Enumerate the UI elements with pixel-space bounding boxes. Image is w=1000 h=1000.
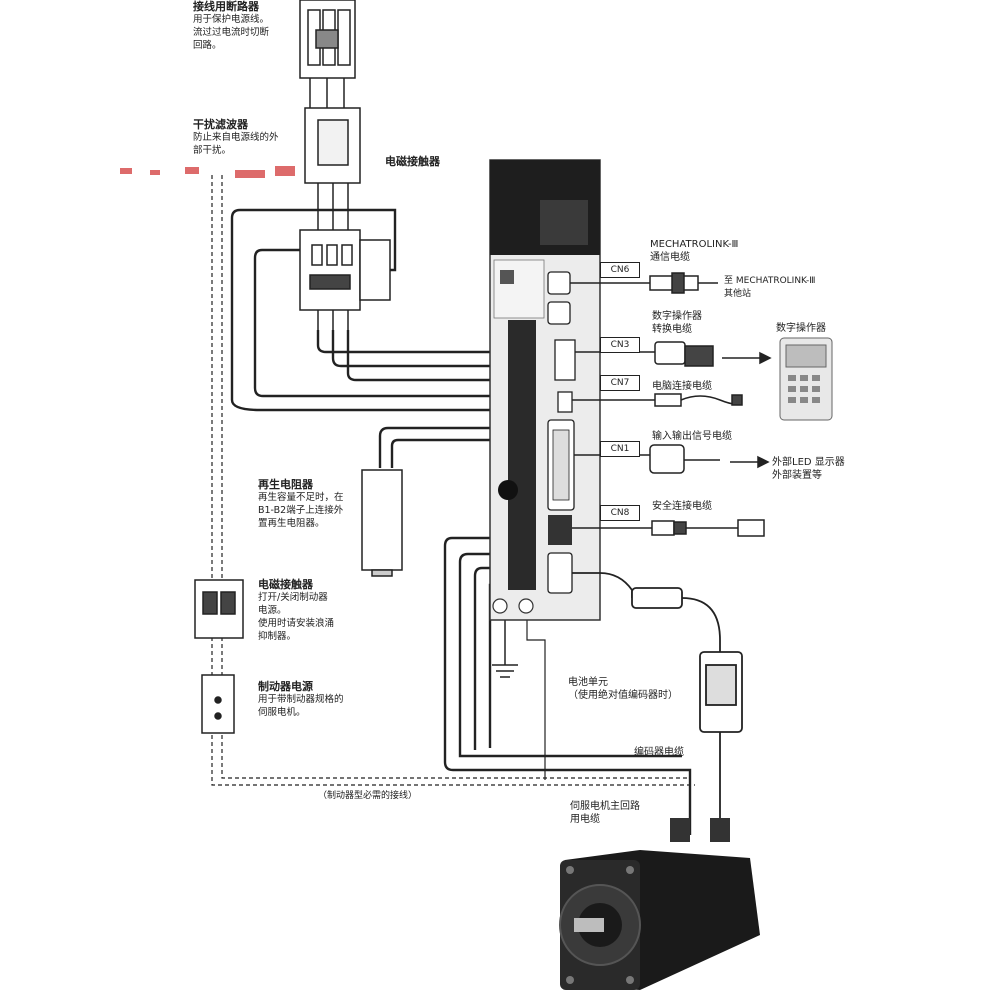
brake-power-icon: [201, 674, 235, 734]
cn8-cable: [572, 519, 765, 537]
label-digital-cable: 数字操作器 转换电缆: [652, 311, 702, 335]
port-cn7: CN7: [600, 375, 640, 391]
cn7-cable: [572, 393, 743, 407]
cn3-cable: [575, 341, 772, 367]
label-mechatrolink: MECHATROLINK-Ⅲ 通信电缆: [650, 239, 739, 263]
servo-drive: [489, 159, 601, 621]
label-motor-cable: 伺服电机主回路 用电缆: [570, 801, 640, 825]
label-battery: 电池单元 （使用绝对值编码器时）: [568, 677, 678, 701]
label-noise-filter: 干扰滤波器 防止来自电源线的外 部干扰。: [193, 118, 279, 156]
digital-operator-device: [779, 337, 833, 421]
label-breaker: 接线用断路器 用于保护电源线。 流过过电流时切断 回路。: [193, 0, 270, 51]
brake-dashed-wiring: [211, 175, 695, 786]
circuit-breaker-icon: [299, 0, 356, 110]
brake-contactor-icon: [194, 579, 244, 639]
power-wires: [230, 208, 512, 412]
ground-symbol: [492, 610, 546, 780]
port-cn6: CN6: [600, 262, 640, 278]
port-cn1: CN1: [600, 441, 640, 457]
label-mechatrolink-to: 至 MECHATROLINK-Ⅲ 其他站: [724, 276, 816, 299]
magnetic-contactor-icon: [299, 229, 391, 330]
noise-filter-icon: [304, 107, 361, 232]
servo-motor-icon: [559, 818, 760, 990]
label-brake-note: （制动器型必需的接线）: [318, 791, 418, 801]
label-io-cable: 输入输出信号电缆: [652, 431, 732, 442]
label-brake-power: 制动器电源 用于带制动器规格的 伺服电机。: [258, 680, 344, 718]
label-external-led: 外部LED 显示器 外部装置等: [772, 457, 845, 481]
label-regen-resistor: 再生电阻器 再生容量不足时，在 B1-B2端子上连接外 置再生电阻器。: [258, 478, 344, 529]
label-brake-contactor: 电磁接触器 打开/关闭制动器 电源。 使用时请安装浪涌 抑制器。: [258, 578, 335, 642]
regen-resistor-icon: [361, 426, 512, 577]
port-cn3: CN3: [600, 337, 640, 353]
encoder-cable: [572, 572, 743, 835]
cn6-cable: [570, 272, 718, 294]
label-digital-operator: 数字操作器: [776, 323, 826, 334]
port-cn8: CN8: [600, 505, 640, 521]
label-pc-cable: 电脑连接电缆: [652, 381, 712, 392]
cn1-cable: [574, 444, 770, 474]
label-safety-cable: 安全连接电缆: [652, 501, 712, 512]
label-contactor-top: 电磁接触器: [385, 155, 440, 168]
label-encoder-cable: 编码器电缆: [634, 747, 684, 758]
